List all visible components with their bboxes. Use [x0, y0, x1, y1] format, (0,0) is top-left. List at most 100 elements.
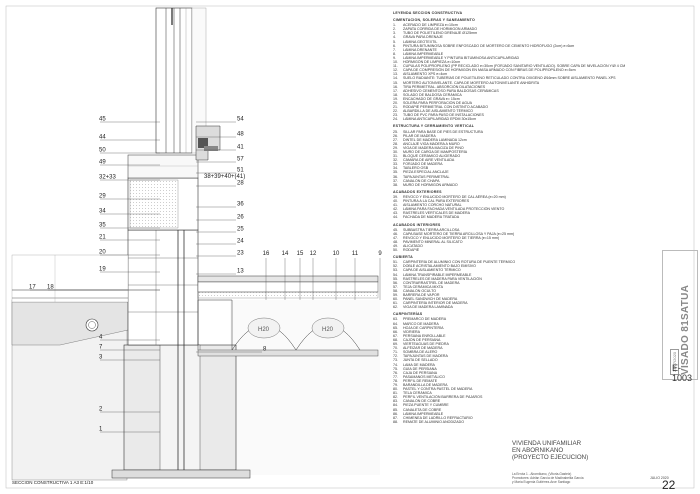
legend-item: 46.CAPA BASE MORTERO DE TIERRA ARCILLOSA…: [393, 232, 625, 236]
legend-item-number: 5.: [393, 39, 396, 44]
legend-item-number: 38.: [393, 182, 398, 187]
legend-item-number: 82.: [393, 395, 398, 400]
legend-item: 65.HOJA DE CARPINTERÍA: [393, 326, 625, 330]
legend-item-number: 62.: [393, 305, 398, 310]
legend-item-number: 58.: [393, 288, 398, 293]
legend-item-text: DINTEL DE MADERA LAMINADA 12cm: [403, 137, 467, 142]
legend-item-number: 13.: [393, 72, 398, 77]
wall-upper: [127, 154, 199, 231]
legend-item: 8.LÁMINA IMPERMEABLE: [393, 52, 625, 56]
legend-item: 12.CAPA DE COMPRESIÓN DE HORMIGÓN EN MAS…: [393, 68, 625, 72]
legend-item-text: FACHADA DE MADERA TRATADA: [403, 215, 460, 220]
floor-slab: H20 H20: [197, 275, 379, 357]
legend-item-text: VIDRIERA: [403, 329, 420, 334]
legend-item: 16.TIRA PERIMETRAL. ABSORCIÓN DILATACION…: [393, 85, 625, 89]
legend-item: 21.RODAPIÉ PERIMETRAL CON DISTINTO ACABA…: [393, 105, 625, 109]
legend-item-text: LÁMINA PARA FACHADA VENTILADA PROTECCIÓN…: [403, 207, 505, 212]
legend-section-title: ACABADOS INTERIORES: [393, 222, 441, 227]
legend-item-number: 12.: [393, 68, 398, 73]
legend-item: 58.CANALÓN OCULTO: [393, 289, 625, 293]
legend-section-title: ACABADOS EXTERIORES: [393, 189, 442, 194]
detail-label: 24: [237, 239, 244, 245]
legend-item-number: 65.: [393, 325, 398, 330]
legend-item-text: SOMBRA DE ALERO: [403, 350, 438, 355]
detail-label: 51: [237, 168, 244, 174]
legend-item: 68.CAJÓN DE PERSIANA: [393, 338, 625, 342]
legend-item-text: LÁMINA IMPERMEABLE: [403, 411, 444, 416]
legend-item-number: 14.: [393, 76, 398, 81]
legend-item-number: 17.: [393, 88, 398, 93]
legend-item: 28.ANCLAJE VIGA MADERA A MURO: [393, 142, 625, 146]
detail-label: 17: [29, 285, 36, 291]
detail-label-combo: 38+39+40+(41): [204, 174, 245, 180]
legend-item: 17.ADHESIVO CEMENTOSO PARA BALDOSAS CERÁ…: [393, 89, 625, 93]
legend-item: 39.REVOCO Y ENLUCIDO MORTERO DE CAL AÉRE…: [393, 195, 625, 199]
legend-item: 73.JUNTA DE SELLADO: [393, 358, 625, 362]
legend-item-text: CARPINTERÍA INTERIOR DE MADERA: [403, 301, 468, 306]
legend-item: 22.ALBARDILLA DE AISLAMIENTO TÉRMICO: [393, 109, 625, 113]
legend-item: 18.SOLADO DE BALDOSA CERÁMICA: [393, 93, 625, 97]
legend-item-number: 71.: [393, 350, 398, 355]
legend-item-text: TIRA PERIMETRAL. ABSORCIÓN DILATACIONES: [403, 84, 486, 89]
legend-item-text: TAPAJUNTAS PERIMETRAL: [403, 174, 450, 179]
legend-item-number: 59.: [393, 293, 398, 297]
legend-item: 20.SOLERA PARA PERFORACIÓN DE AGUA: [393, 101, 625, 105]
legend-item: 75.GUÍA DE PERSIANA: [393, 367, 625, 371]
detail-label: 57: [237, 157, 244, 163]
legend-item: 14.SUELO RADIANTE: TUBERÍAS DE POLIETILE…: [393, 76, 625, 80]
legend-item: 86.LÁMINA IMPERMEABLE: [393, 412, 625, 416]
legend-item-text: ZAPATA CORRIDA DE HORMIGON ARMADO: [403, 27, 478, 32]
legend-item: 77. PASAMANOS METÁLICO: [393, 375, 625, 379]
legend-item-text: VIGA DE MADERA LAMINADA: [403, 305, 453, 310]
legend-item: 55.RASTRELES DE MADERA PARA VENTILACIÓN: [393, 277, 625, 281]
legend-item-number: 28.: [393, 141, 398, 146]
legend-item: 1.ACERADO DE LIMPIEZA e=10cm: [393, 23, 625, 27]
legend-item: 70.ALFÉIZAR DE MADERA: [393, 346, 625, 350]
legend-item: 85.CANALETA DE COBRE: [393, 408, 625, 412]
legend-item-number: 68.: [393, 337, 398, 342]
legend-item-text: CONTRARRASTREL DE MADERA: [403, 280, 460, 285]
legend-item-text: SILLAR PARA BASE DE PIES DE ESTRUCTURA: [403, 129, 484, 134]
legend-item: 33.FORJADO DE MADERA: [393, 162, 625, 166]
detail-label: 36: [237, 202, 244, 208]
legend-item-text: PASAMANOS METÁLICO: [403, 374, 445, 379]
legend-item-text: RODAPIÉ PERIMETRAL CON DISTINTO ACABADO: [403, 105, 489, 110]
legend-item: 45.SUBBASTRA TIERRA ARCILLOSA: [393, 228, 625, 232]
legend-item: 34.TABLERO OSB: [393, 166, 625, 170]
legend-item-text: GUÍA DE PERSIANA: [403, 366, 437, 371]
legend-item: 11.CUPULAS POLIPROPILENO (PP RECICLADO e…: [393, 64, 625, 68]
legend-section-title: ESTRUCTURA Y CERRAMIENTO VERTICAL: [393, 124, 475, 129]
legend-item-number: 56.: [393, 280, 398, 285]
detail-label: 54: [237, 117, 244, 123]
legend-item-text: TABLERO OSB: [403, 166, 429, 171]
legend-item: 84. PIEZA PUENTE Y CUMBRE: [393, 403, 625, 407]
legend-item-text: PIEZA PUENTE Y CUMBRE: [403, 403, 449, 408]
legend-item: 54.LÁMINA TRANSPIRABLE IMPERMEABLE: [393, 273, 625, 277]
legend-item: 87.CHIMENEA DE LADRILLO REFRACTARIO: [393, 416, 625, 420]
legend-item-number: 77.: [393, 374, 398, 379]
legend-item-number: 30.: [393, 150, 398, 154]
legend-item-number: 84.: [393, 403, 398, 408]
legend-item-number: 79.: [393, 382, 398, 387]
detail-label: 14: [282, 251, 289, 257]
legend-item: 24.LÁMINA ANTICAPILARIDAD EPDM 30x15cm: [393, 117, 625, 121]
detail-label: 21: [99, 235, 106, 241]
legend-item: 88.REMATE DE ALUMINIO ANODIZADO: [393, 420, 625, 424]
legend-item-number: 15.: [393, 80, 398, 85]
detail-label: 25: [237, 227, 244, 233]
legend-item-text: CUPULAS POLIPROPILENO (PP RECICLADO e=30…: [403, 64, 625, 69]
legend-item-number: 24.: [393, 117, 398, 122]
project-line-1: VIVIENDA UNIFAMILIAR: [512, 440, 582, 447]
legend-item: 80.PASTEL Y CONTRA PASTEL DE MADERA: [393, 387, 625, 391]
legend-item-text: RASTRELES DE MADERA PARA VENTILACIÓN: [403, 276, 482, 281]
legend-item: 19.ENCACHADO DE GRAVA e= 15cm: [393, 97, 625, 101]
legend-item: 66.VIDRIERA: [393, 330, 625, 334]
project-location: La Errota 1 - Abornikano, (Vitoria-Gaste…: [512, 472, 572, 476]
legend-item: 4.GRAVA PARA DRENAJE: [393, 35, 625, 39]
legend-item-number: 43.: [393, 211, 398, 216]
footing: [111, 344, 251, 479]
stamp-title: VISADO 81SATUA: [680, 284, 691, 375]
legend-item-number: 33.: [393, 162, 398, 167]
legend-item: 31.BLOQUE CERÁMICO ALIGERADO: [393, 154, 625, 158]
